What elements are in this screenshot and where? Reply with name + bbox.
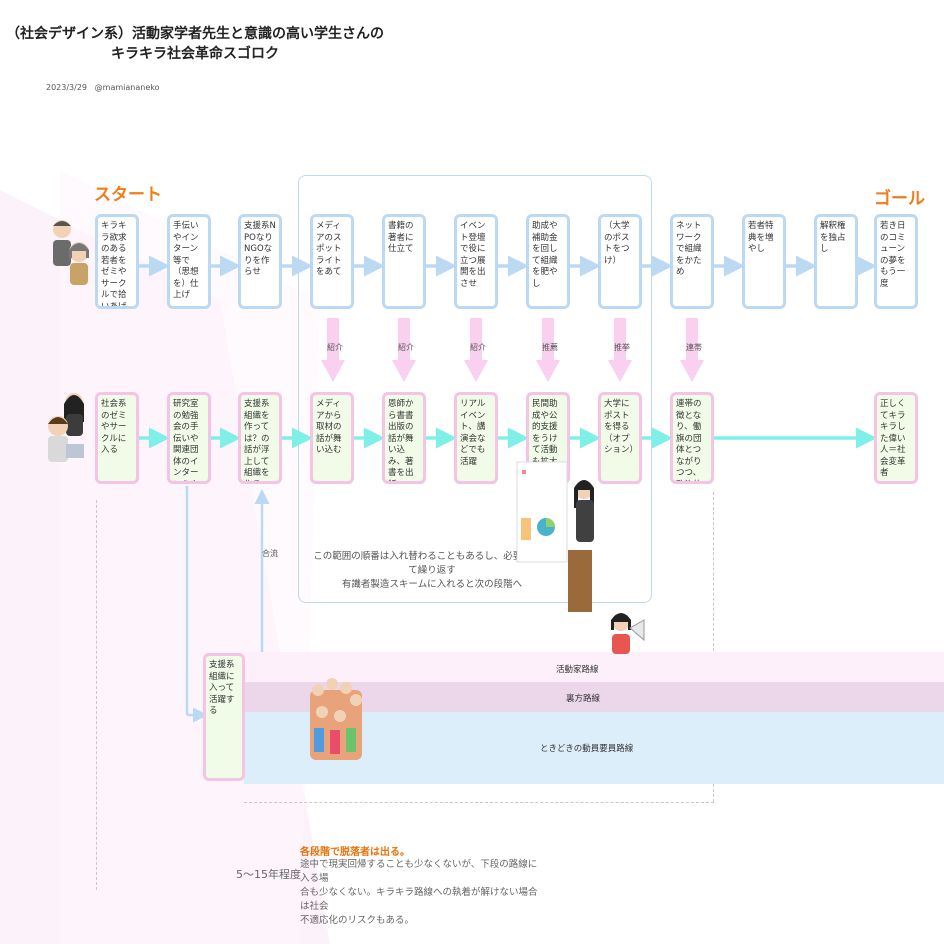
bottom-step-5: 恩師から書書出版の話が舞い込み、著書を出版 xyxy=(382,392,426,484)
band-backstage-label: 裏方路線 xyxy=(566,694,601,704)
meta-info: 2023/3/29 @mamiananeko xyxy=(46,83,160,92)
top-step-1: キラキラ欲求のある若者をゼミやサークルで拾いあげ xyxy=(95,214,139,309)
range-frame xyxy=(298,175,652,603)
connector-label-1: 紹介 xyxy=(327,343,343,352)
bottom-step-6: リアルイベント、講演会などでも活躍 xyxy=(454,392,498,484)
dashed-guide-right xyxy=(713,492,714,802)
crowd-illustration xyxy=(310,678,362,760)
bottom-step-8: 大学にポストを得る（オプション） xyxy=(598,392,642,484)
goal-label: ゴール xyxy=(874,189,925,209)
top-step-9: ネットワークで組織をかため xyxy=(670,214,714,309)
merge-label: 合流 xyxy=(262,549,278,558)
connector-arrow-3 xyxy=(464,318,488,382)
bottom-step-9: 連帯の徴となり、働旗の団体とつながりつつ、政治的なカをもつ xyxy=(670,392,714,484)
connector-arrow-2 xyxy=(392,318,416,382)
connector-arrow-1 xyxy=(321,318,345,382)
bottom-step-2: 研究室の勉強会の手伝いや関連団体のインターンをやる xyxy=(167,392,211,484)
top-step-4: メディアのスポットライトをあて xyxy=(310,214,354,309)
band-mobilization-label: ときどきの動員要員路線 xyxy=(540,744,634,754)
bottom-step-4: メディアから取材の話が舞い込む xyxy=(310,392,354,484)
dashed-guide-bottom xyxy=(244,802,714,803)
megaphone-illustration xyxy=(611,613,645,654)
top-step-12: 若き日のコミューンの夢をもう一度 xyxy=(874,214,918,309)
side-box: 支援系組織に入って活躍する xyxy=(203,653,245,781)
page-title: （社会デザイン系）活動家学者先生と意識の高い学生さんの キラキラ社会革命スゴロク xyxy=(0,24,390,64)
range-note-line-2: 有識者製造スキームに入れると次の段階へ xyxy=(341,579,523,590)
connector-label-4: 推薦 xyxy=(542,343,558,352)
bottom-step-1: 社会系のゼミやサークルに入る xyxy=(95,392,139,484)
top-step-10: 若者特典を増やし xyxy=(742,214,786,309)
band-activist xyxy=(244,652,944,682)
connector-arrow-5 xyxy=(608,318,632,382)
band-activist-label: 活動家路線 xyxy=(556,665,599,675)
professors-illustration xyxy=(53,220,89,285)
title-line-2: キラキラ社会革命スゴロク xyxy=(111,46,279,62)
dropout-note-line-3: 不適応化のリスクもある。 xyxy=(300,915,415,926)
top-step-7: 助成や補助金を回して組織を肥やし xyxy=(526,214,570,309)
dashed-guide-left xyxy=(96,500,97,890)
students-illustration xyxy=(48,393,84,462)
dropout-note: 各段階で脱落者は出る。 途中で現実回帰することも少なくないが、下段の路線に入る場… xyxy=(300,843,540,928)
date: 2023/3/29 xyxy=(46,83,88,92)
top-step-5: 書籍の著者に仕立て xyxy=(382,214,426,309)
connector-label-5: 推挙 xyxy=(614,343,630,352)
connector-label-2: 紹介 xyxy=(398,343,414,352)
author: @mamiananeko xyxy=(94,83,160,92)
duration-label: 5〜15年程度 xyxy=(236,868,301,881)
presenter-illustration xyxy=(516,461,594,612)
range-note: この範囲の順番は入れ替わることもあるし、必要に応じて繰り返す 有識者製造スキーム… xyxy=(312,550,552,592)
connector-label-6: 連帯 xyxy=(686,343,702,352)
dropout-note-line-2: 合も少なくない。キラキラ路線への執着が解けない場合は社会 xyxy=(300,887,538,912)
start-label: スタート xyxy=(94,185,162,205)
top-step-2: 手伝いやインターン等で（思想を）仕上げ xyxy=(167,214,211,309)
top-step-6: イベント登壇で役に立つ展開を出させ xyxy=(454,214,498,309)
bottom-step-10: 正しくてキラキラした偉い人＝社会変革者 xyxy=(874,392,918,484)
top-step-3: 支援系NPOなりNGOなりを作らせ xyxy=(238,214,282,309)
range-note-line-1: この範囲の順番は入れ替わることもあるし、必要に応じて繰り返す xyxy=(313,551,551,576)
dropout-note-title: 各段階で脱落者は出る。 xyxy=(300,847,410,858)
dropout-note-line-1: 途中で現実回帰することも少なくないが、下段の路線に入る場 xyxy=(300,859,538,884)
top-step-11: 解釈権を独占し xyxy=(814,214,858,309)
connector-arrow-4 xyxy=(536,318,560,382)
bottom-step-3: 支援系組織を作っては？の話が浮上して組織を作る xyxy=(238,392,282,484)
connector-label-3: 紹介 xyxy=(470,343,486,352)
title-line-1: （社会デザイン系）活動家学者先生と意識の高い学生さんの xyxy=(6,26,384,42)
connector-arrow-6 xyxy=(680,318,704,382)
top-step-8: （大学のポストをつけ） xyxy=(598,214,642,309)
